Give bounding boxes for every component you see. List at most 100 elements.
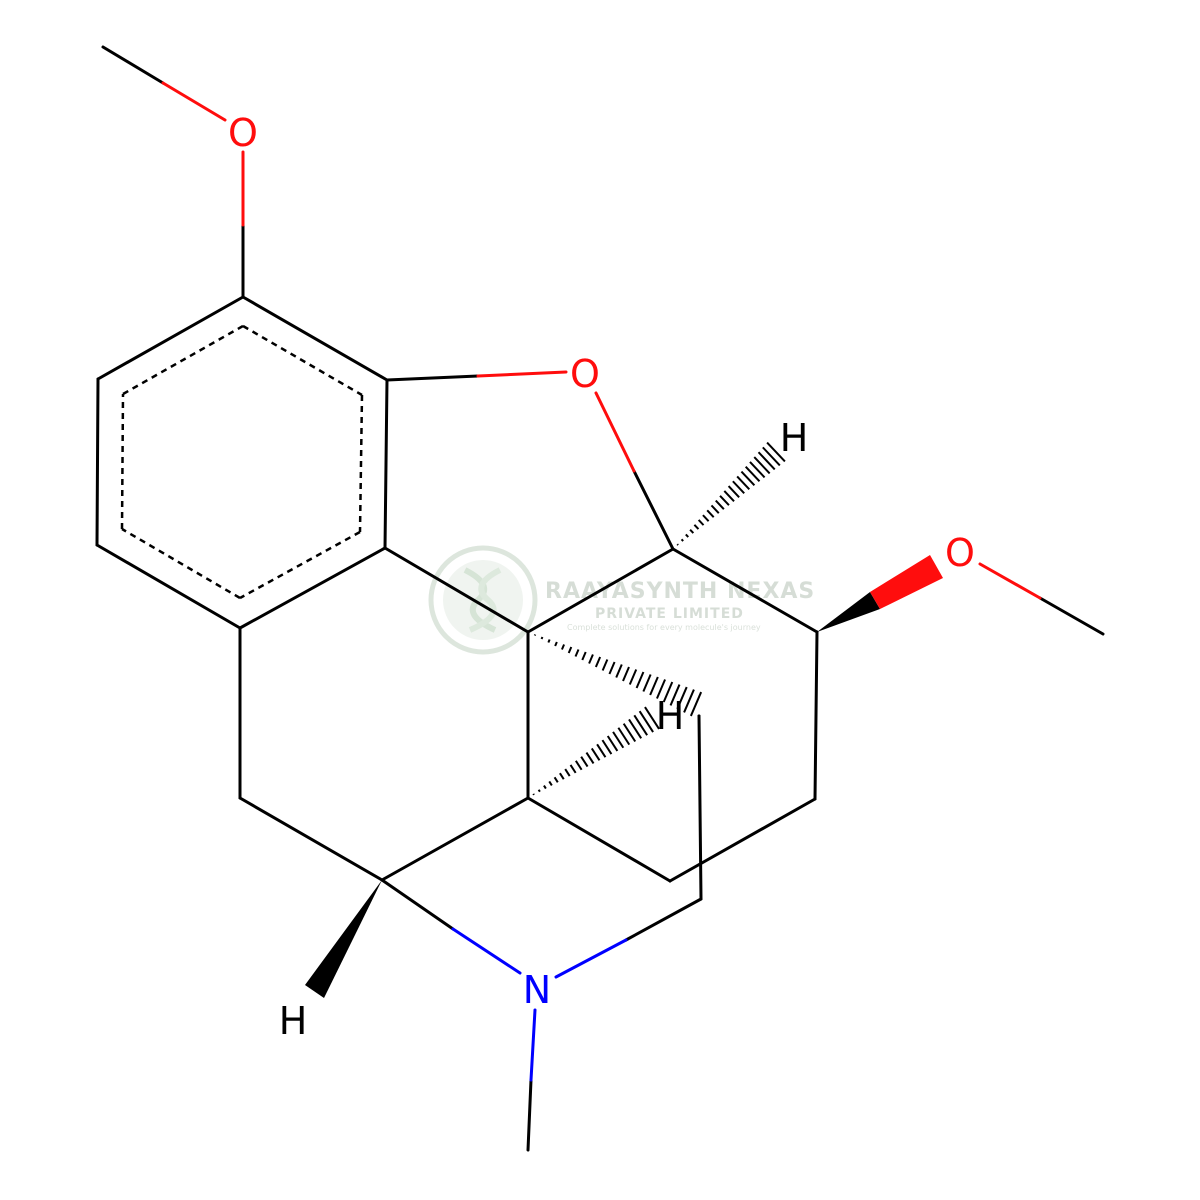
hash-stroke bbox=[608, 661, 616, 675]
hash-stroke bbox=[554, 641, 558, 647]
hash-stroke bbox=[633, 714, 648, 736]
watermark-subtitle: PRIVATE LIMITED bbox=[595, 606, 744, 622]
hash-stroke bbox=[689, 528, 695, 534]
hash-stroke bbox=[662, 681, 674, 703]
hash-stroke bbox=[723, 490, 735, 502]
hash-stroke bbox=[710, 504, 720, 514]
colored-bonds bbox=[161, 81, 1042, 1082]
hash-stroke bbox=[702, 514, 710, 522]
bond-c16-n-blue bbox=[554, 938, 628, 979]
bond-c7-c8 bbox=[668, 797, 817, 883]
hash-stroke bbox=[553, 776, 559, 783]
hash-stroke bbox=[575, 760, 583, 771]
aromatic-inner-ring bbox=[120, 324, 364, 600]
hash-stroke bbox=[606, 735, 619, 752]
atom-h-c9: H bbox=[279, 999, 308, 1043]
wedge-bonds bbox=[305, 555, 943, 998]
hash-stroke bbox=[548, 780, 553, 786]
hash-stroke bbox=[669, 684, 681, 706]
hash-stroke bbox=[590, 747, 601, 761]
hash-stroke bbox=[532, 793, 535, 796]
hash-stroke bbox=[676, 543, 679, 546]
hash-stroke bbox=[559, 772, 565, 780]
wedge-c6-o-black bbox=[817, 592, 880, 632]
hash-stroke bbox=[596, 743, 607, 758]
hash-stroke bbox=[680, 538, 684, 542]
hash-stroke bbox=[622, 723, 637, 743]
hash-stroke bbox=[569, 764, 577, 774]
atom-o-methoxy-top: O bbox=[228, 111, 258, 155]
hash-stroke bbox=[732, 480, 745, 494]
hash-stroke bbox=[585, 751, 595, 765]
hash-stroke bbox=[757, 451, 776, 471]
atom-labels: O O O N H H H bbox=[228, 111, 975, 1043]
hash-stroke bbox=[543, 785, 547, 790]
hash-stroke bbox=[649, 676, 659, 696]
hash-stroke bbox=[766, 441, 786, 463]
hash-stroke bbox=[615, 664, 623, 678]
hash-c5-h bbox=[676, 441, 786, 546]
hash-stroke bbox=[656, 679, 666, 699]
hash-stroke bbox=[537, 789, 541, 793]
bond-aromatic-6 bbox=[96, 295, 245, 381]
bond-c13-c5 bbox=[526, 547, 675, 634]
hash-stroke bbox=[601, 659, 609, 671]
hash-stroke bbox=[617, 727, 631, 746]
bond-n-methyl-blue bbox=[529, 1008, 537, 1082]
bond-methyl-o-top-red bbox=[161, 81, 227, 122]
hash-stroke bbox=[697, 519, 705, 526]
hash-stroke bbox=[644, 706, 660, 730]
bonds bbox=[95, 45, 1105, 1152]
bond-aromatic-4 bbox=[95, 543, 242, 630]
atom-o-methoxy-right: O bbox=[945, 531, 975, 575]
hash-stroke bbox=[736, 475, 751, 491]
hash-stroke bbox=[564, 768, 571, 777]
hash-stroke bbox=[601, 739, 613, 755]
hash-stroke bbox=[581, 651, 587, 661]
hash-c14-h bbox=[532, 706, 660, 796]
hash-stroke bbox=[727, 485, 740, 498]
atom-o-ring: O bbox=[570, 352, 600, 396]
hash-c13-h bbox=[533, 634, 703, 717]
bond-aromatic-2 bbox=[383, 378, 389, 550]
hash-stroke bbox=[638, 710, 654, 733]
bond-ring-o-c-black bbox=[385, 374, 480, 382]
hash-stroke bbox=[749, 461, 766, 479]
hash-stroke bbox=[689, 691, 703, 717]
hash-stroke bbox=[635, 671, 645, 689]
bond-n-methyl-black bbox=[526, 1078, 533, 1152]
hash-stroke bbox=[715, 499, 725, 510]
hash-stroke bbox=[740, 470, 756, 487]
wedge-c6-o-red bbox=[870, 555, 943, 609]
bond-ring-o-c-red bbox=[476, 370, 568, 378]
bond-methyl-top bbox=[101, 45, 165, 85]
atom-n-amine: N bbox=[523, 968, 551, 1012]
hash-stroke bbox=[676, 686, 688, 710]
hash-stroke bbox=[547, 639, 551, 643]
atom-h-c14: H bbox=[656, 694, 685, 738]
watermark-title: RAAYASYNTH NEXAS bbox=[545, 579, 815, 604]
bond-o-methyl-right-black bbox=[1038, 596, 1105, 636]
bond-c9-n-black bbox=[380, 878, 455, 931]
watermark-logo-icon bbox=[428, 545, 538, 655]
bond-ring-o-c5-red bbox=[594, 391, 636, 473]
hash-stroke bbox=[628, 669, 638, 685]
hash-stroke bbox=[574, 649, 580, 657]
bond-c5-c6 bbox=[671, 547, 819, 634]
atom-h-c5: H bbox=[780, 416, 809, 460]
bond-c6-c7 bbox=[813, 630, 819, 801]
hash-stroke bbox=[683, 689, 695, 713]
hash-stroke bbox=[753, 456, 771, 475]
bond-c9-n-blue bbox=[451, 927, 522, 975]
hash-stroke bbox=[594, 656, 602, 668]
hash-stroke bbox=[706, 509, 715, 518]
hash-stroke bbox=[567, 646, 573, 654]
hash-stroke bbox=[685, 533, 689, 538]
hash-stroke bbox=[628, 718, 643, 739]
hash-stroke bbox=[719, 495, 730, 506]
hash-stroke bbox=[561, 644, 565, 650]
watermark-tagline: Complete solutions for every molecule's … bbox=[567, 623, 761, 632]
bond-c-c12 bbox=[383, 546, 530, 634]
bond-aromatic-5 bbox=[95, 377, 100, 547]
